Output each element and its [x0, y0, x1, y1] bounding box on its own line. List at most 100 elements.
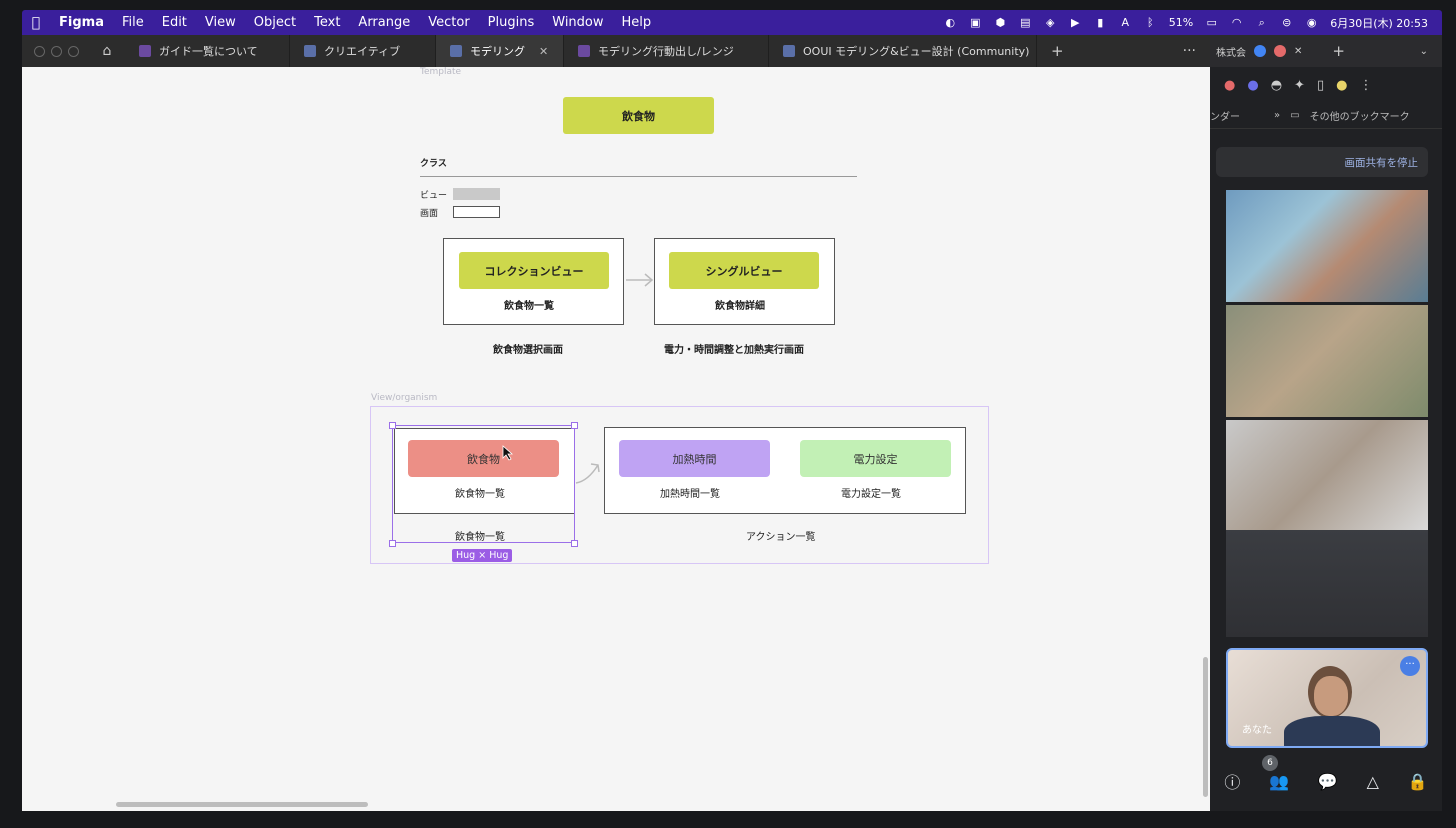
selection-box[interactable] — [392, 425, 575, 543]
legend-view-label: ビュー — [420, 191, 448, 201]
creative-cloud-icon[interactable]: ◐ — [945, 16, 956, 29]
power-setting-box[interactable]: 電力設定 — [800, 440, 951, 477]
template-frame-label[interactable]: Template — [420, 67, 462, 77]
side-panel-icon[interactable]: ▯ — [1316, 77, 1325, 93]
battery-icon[interactable]: ▭ — [1206, 16, 1217, 29]
people-icon[interactable]: 👥 — [1269, 771, 1290, 791]
chrome-tab-label[interactable]: 株式会 — [1216, 47, 1246, 59]
close-tab-icon[interactable]: ✕ — [1294, 45, 1303, 57]
menu-vector[interactable]: Vector — [428, 15, 470, 30]
folder-icon: ▭ — [1290, 110, 1300, 121]
close-window-button[interactable] — [34, 45, 45, 57]
minimize-window-button[interactable] — [51, 45, 62, 57]
search-icon[interactable]: ⌕ — [1258, 16, 1265, 29]
single-view-box[interactable]: シングルビュー — [669, 252, 819, 289]
figjam-file-icon — [578, 45, 590, 57]
host-controls-icon[interactable]: 🔒 — [1407, 771, 1428, 791]
tab-search-icon[interactable]: ⌄ — [1419, 45, 1428, 57]
legend-screen-label: 画面 — [420, 209, 439, 219]
tile-options-icon[interactable]: ··· — [1400, 656, 1420, 676]
tab-ooui-community[interactable]: OOUI モデリング&ビュー設計 (Community) — [769, 35, 1037, 67]
participant-video[interactable] — [1226, 190, 1428, 302]
profile-avatar[interactable]: ● — [1336, 77, 1348, 93]
bookmarks-overflow-icon[interactable]: » — [1274, 110, 1281, 121]
zoom-window-button[interactable] — [68, 45, 79, 57]
heat-time-box[interactable]: 加熱時間 — [619, 440, 770, 477]
kebab-menu-icon[interactable]: ⋮ — [1359, 77, 1373, 93]
food-object-box[interactable]: 飲食物 — [408, 440, 559, 477]
layers-icon[interactable]: ◈ — [1046, 16, 1055, 29]
chrome-toolbar: ● ● ◓ ✦ ▯ ● ⋮ — [1210, 67, 1442, 103]
power-setting-sub: 電力設定一覧 — [841, 489, 901, 500]
cursor-icon — [502, 445, 514, 461]
menu-app-figma[interactable]: Figma — [59, 15, 104, 30]
participant-video[interactable] — [1226, 530, 1428, 637]
input-source-icon[interactable]: A — [1121, 16, 1130, 29]
other-bookmarks[interactable]: その他のブックマーク — [1309, 112, 1410, 123]
clipboard-icon[interactable]: ▤ — [1020, 16, 1031, 29]
single-view-sub: 飲食物詳細 — [715, 301, 765, 312]
menu-text[interactable]: Text — [314, 15, 341, 30]
tab-label: クリエイティブ — [324, 45, 401, 58]
menu-view[interactable]: View — [204, 15, 236, 30]
menu-help[interactable]: Help — [621, 15, 652, 30]
organism-frame-label[interactable]: View/organism — [371, 393, 438, 403]
meet-extension-icon[interactable]: ◓ — [1270, 77, 1283, 93]
control-center-icon[interactable]: ⊜ — [1282, 16, 1292, 29]
participant-video[interactable] — [1226, 420, 1428, 530]
mac-menu-bar:  Figma File Edit View Object Text Arran… — [22, 10, 1442, 35]
activities-icon[interactable]: △ — [1366, 771, 1379, 791]
wifi-icon[interactable]: ◠ — [1231, 16, 1242, 29]
menu-window[interactable]: Window — [552, 15, 604, 30]
tab-modeling[interactable]: モデリング ✕ — [436, 35, 564, 67]
self-name-label: あなた — [1242, 725, 1272, 736]
menu-file[interactable]: File — [121, 15, 144, 30]
siri-icon[interactable]: ◉ — [1306, 16, 1317, 29]
more-options-icon[interactable]: ··· — [1182, 43, 1196, 59]
menu-arrange[interactable]: Arrange — [358, 15, 411, 30]
object-food-top[interactable]: 飲食物 — [563, 97, 714, 134]
self-video-tile[interactable]: あなた ··· — [1226, 648, 1428, 748]
play-icon[interactable]: ▶ — [1071, 16, 1080, 29]
close-tab-icon[interactable]: ✕ — [539, 44, 549, 58]
figma-canvas[interactable]: Template 飲食物 クラス ビュー 画面 コレクションビュー 飲食物一覧 … — [22, 67, 1210, 811]
grammarly-extension-icon[interactable]: ● — [1224, 77, 1236, 93]
resize-handle-tr[interactable] — [571, 422, 578, 429]
vertical-scrollbar[interactable] — [1203, 657, 1208, 797]
app-status-icon[interactable]: ▣ — [970, 16, 981, 29]
meet-tab-favicon[interactable] — [1274, 45, 1286, 57]
chat-icon[interactable]: 💬 — [1317, 771, 1338, 791]
resize-handle-bl[interactable] — [389, 540, 396, 547]
organism-frame[interactable] — [370, 406, 989, 564]
clock[interactable]: 6月30日(木) 20:53 — [1330, 16, 1428, 30]
menu-plugins[interactable]: Plugins — [487, 15, 535, 30]
phone-icon[interactable]: ▮ — [1097, 16, 1104, 29]
collection-view-box[interactable]: コレクションビュー — [459, 252, 609, 289]
horizontal-scrollbar[interactable] — [116, 802, 368, 807]
menu-object[interactable]: Object — [253, 15, 297, 30]
home-icon[interactable]: ⌂ — [102, 43, 112, 59]
class-heading: クラス — [420, 159, 447, 169]
stop-sharing-button[interactable]: 画面共有を停止 — [1216, 147, 1428, 177]
info-icon[interactable]: ⓘ — [1224, 773, 1241, 792]
heat-time-sub: 加熱時間一覧 — [660, 489, 720, 500]
participant-video[interactable] — [1226, 305, 1428, 417]
tab-guide[interactable]: ガイド一覧について — [125, 35, 290, 67]
resize-handle-tl[interactable] — [389, 422, 396, 429]
puzzle-icon[interactable]: ✦ — [1294, 77, 1305, 93]
menu-edit[interactable]: Edit — [161, 15, 187, 30]
cube-icon[interactable]: ⬢ — [995, 16, 1006, 29]
tab-modeling-actions[interactable]: モデリング行動出し/レンジ — [564, 35, 769, 67]
chrome-tab-favicon[interactable] — [1254, 45, 1266, 57]
resize-handle-br[interactable] — [571, 540, 578, 547]
bookmark-item[interactable]: ンダー — [1210, 112, 1240, 123]
chrome-tab-strip: 株式会 ✕ + ⌄ — [1210, 35, 1442, 67]
food-list-caption: 飲食物一覧 — [455, 532, 505, 543]
new-tab-icon[interactable]: + — [1051, 42, 1064, 60]
new-tab-icon[interactable]: + — [1332, 42, 1345, 60]
bluetooth-icon[interactable]: ᛒ — [1146, 16, 1154, 29]
battery-percent: 51% — [1168, 16, 1194, 29]
extension-icon[interactable]: ● — [1247, 77, 1259, 93]
apple-icon[interactable]:  — [22, 15, 50, 31]
tab-creative[interactable]: クリエイティブ — [290, 35, 436, 67]
